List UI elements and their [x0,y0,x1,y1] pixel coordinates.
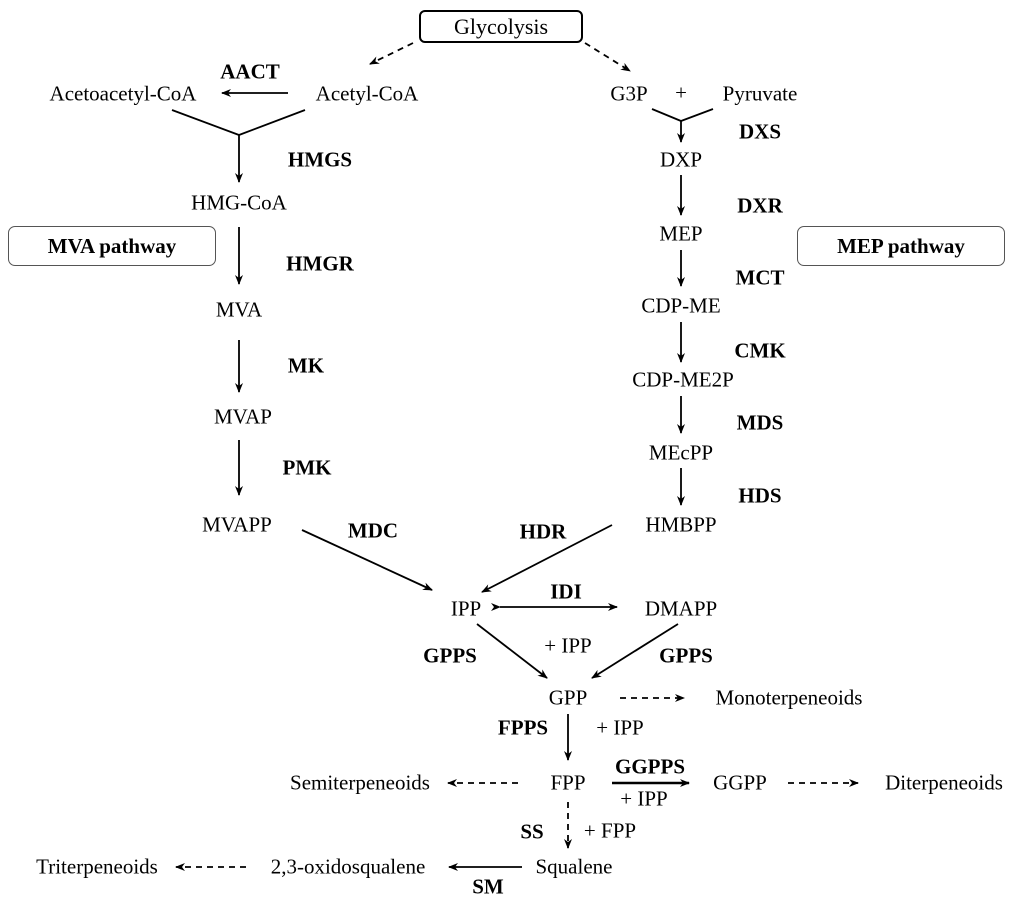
metabolite-mecpp: MEcPP [648,440,714,465]
cofactor-plus-fpp: + FPP [583,818,637,843]
plus-sign: + [675,80,687,105]
metabolite-cdp-me: CDP-ME [641,293,721,318]
metabolite-dxp: DXP [659,147,703,172]
metabolite-gpp: GPP [548,685,588,710]
mep-pathway-box: MEP pathway [797,226,1005,266]
mva-pathway-box: MVA pathway [8,226,216,266]
enzyme-hmgs: HMGS [287,147,353,172]
metabolite-pyruvate: Pyruvate [722,81,798,106]
metabolite-dmapp: DMAPP [644,596,718,621]
arrow-gpps-from-ipp [476,623,548,679]
glycolysis-label: Glycolysis [453,13,549,39]
metabolite-ggpp: GGPP [713,770,767,795]
arrow-hmgs-join [171,109,306,136]
metabolite-acetyl-coa: Acetyl-CoA [315,81,419,106]
product-monoterpeneoids: Monoterpeneoids [715,685,863,710]
enzyme-idi: IDI [550,579,582,604]
cofactor-plus-ipp-gpp: + IPP [544,633,592,658]
metabolite-acetoacetyl-coa: Acetoacetyl-CoA [49,81,197,106]
enzyme-mct: MCT [735,265,785,290]
mep-pathway-label: MEP pathway [837,233,965,258]
cofactor-plus-ipp-fpp: + IPP [596,715,644,740]
product-triterpeneoids: Triterpeneoids [36,854,158,879]
product-diterpeneoids: Diterpeneoids [885,770,1003,795]
arrow-mdc [301,529,433,591]
product-semiterpeneoids: Semiterpeneoids [290,770,430,795]
mva-pathway-label: MVA pathway [47,233,177,258]
metabolite-hmg-coa: HMG-CoA [191,190,287,215]
metabolite-2-3-oxidosqualene: 2,3-oxidosqualene [270,854,426,879]
metabolite-mvap: MVAP [214,404,272,429]
arrow-dxs-join [651,108,714,122]
enzyme-dxs: DXS [738,119,782,144]
enzyme-aact: AACT [220,59,280,84]
enzyme-mds: MDS [736,410,784,435]
metabolite-hmbpp: HMBPP [645,512,717,537]
enzyme-gpps-right: GPPS [659,643,713,668]
enzyme-ss: SS [520,819,544,844]
enzyme-hds: HDS [738,483,782,508]
enzyme-cmk: CMK [734,338,786,363]
metabolite-squalene: Squalene [535,854,613,879]
arrow-hdr [481,524,613,593]
metabolite-fpp: FPP [550,770,586,795]
enzyme-mk: MK [287,353,325,378]
enzyme-ggpps: GGPPS [614,754,686,779]
enzyme-pmk: PMK [282,455,332,480]
enzyme-hmgr: HMGR [286,251,354,276]
metabolite-mvapp: MVAPP [202,512,272,537]
enzyme-hdr: HDR [519,519,567,544]
arrow-glycolysis-to-acetyl-coa [369,42,414,65]
enzyme-sm: SM [472,874,504,899]
metabolite-g3p: G3P [610,81,648,106]
arrow-gpps-from-dmapp [591,623,679,679]
enzyme-fpps: FPPS [497,715,549,740]
enzyme-dxr: DXR [737,193,783,218]
enzyme-gpps-left: GPPS [423,643,477,668]
metabolite-ipp: IPP [450,596,482,621]
arrow-glycolysis-to-g3p [584,42,631,72]
cofactor-plus-ipp-ggpp: + IPP [620,786,668,811]
metabolite-mva: MVA [215,297,263,322]
enzyme-mdc: MDC [347,518,399,543]
metabolite-mep: MEP [659,221,703,246]
metabolite-cdp-me2p: CDP-ME2P [632,367,734,392]
glycolysis-box: Glycolysis [419,10,583,43]
